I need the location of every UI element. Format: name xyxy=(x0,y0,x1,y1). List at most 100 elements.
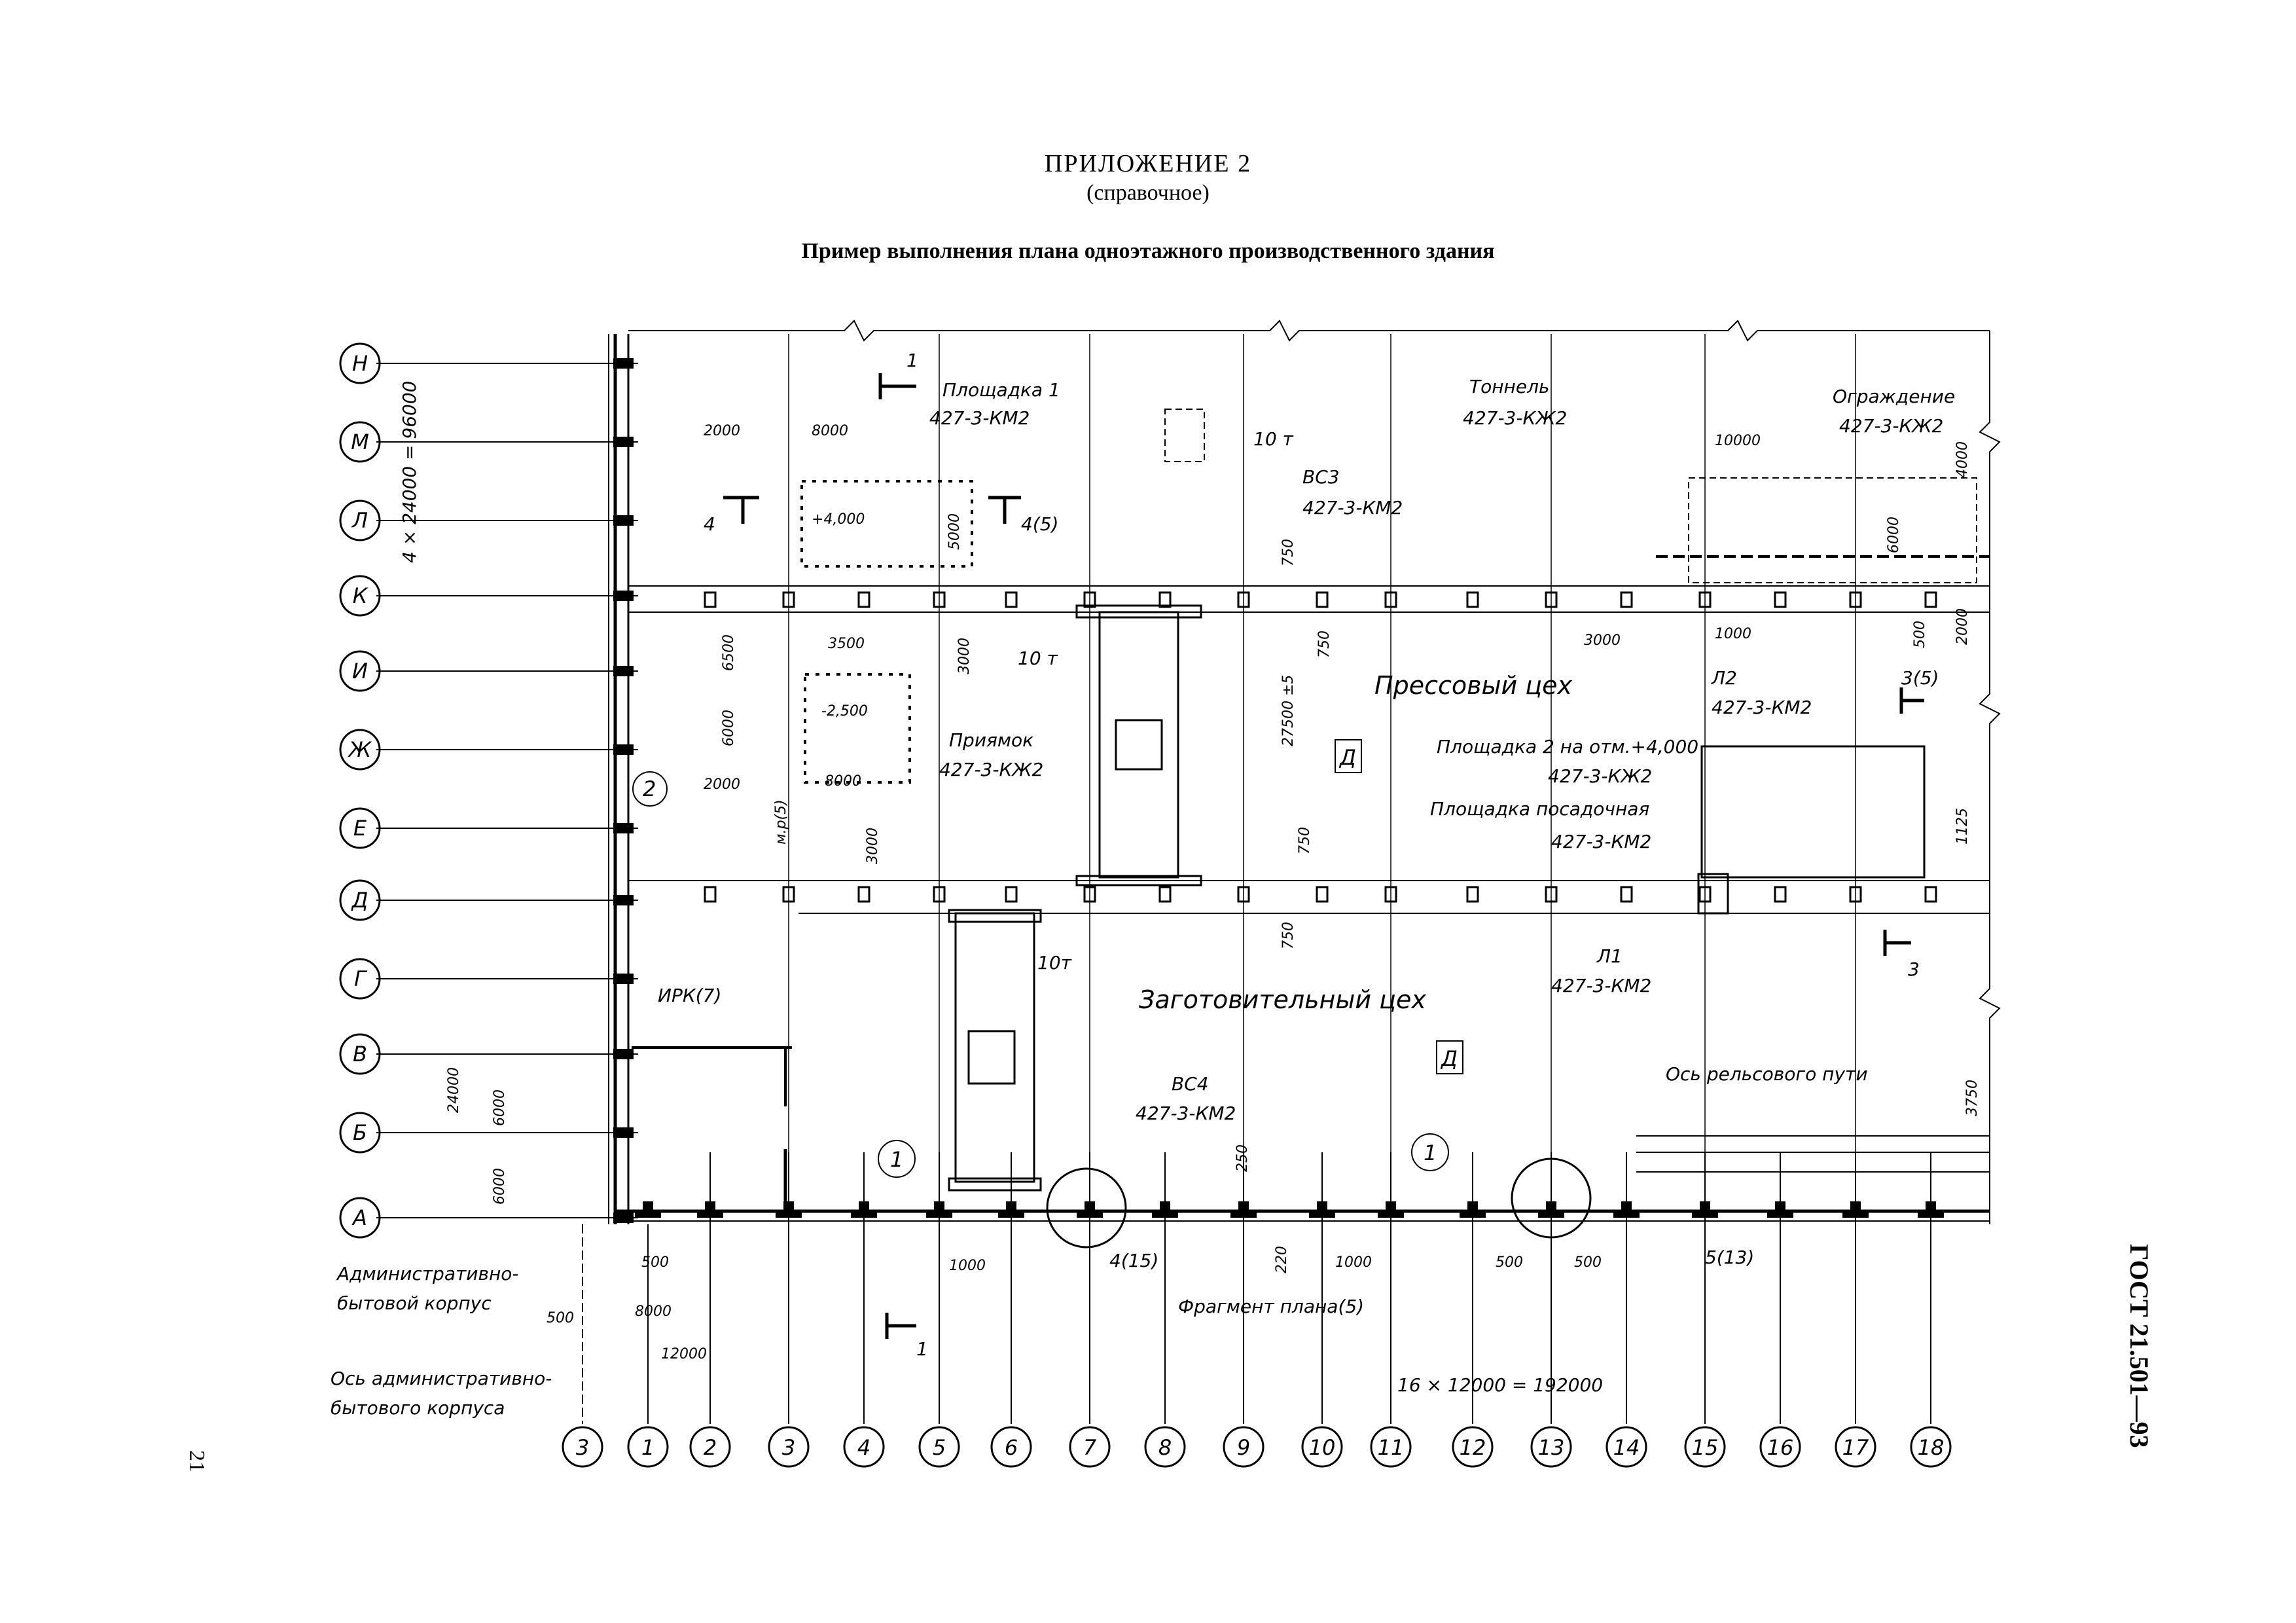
vs3-ref: 427-3-КМ2 xyxy=(1302,497,1403,519)
dim-250: 250 xyxy=(1234,1144,1251,1172)
column-mark xyxy=(623,744,634,755)
column-mark xyxy=(623,515,634,526)
column-base xyxy=(1767,1213,1793,1218)
column-mark xyxy=(613,666,624,676)
column-mark xyxy=(1237,591,1250,608)
row-axis-label: В xyxy=(353,1042,367,1067)
column-axis-bubble xyxy=(1452,1426,1494,1468)
row-axis-label: М xyxy=(351,429,369,454)
column-axis-label: 11 xyxy=(1378,1435,1405,1460)
node1-bubble-label-2: 1 xyxy=(1424,1140,1437,1165)
dim-3000a: 3000 xyxy=(956,638,973,674)
column-mark xyxy=(623,591,634,601)
column-axis-bubble xyxy=(1835,1426,1876,1468)
column-mark xyxy=(613,744,624,755)
column-base xyxy=(926,1213,952,1218)
column-axis-bubble xyxy=(1370,1426,1412,1468)
l2-ref: 427-3-КМ2 xyxy=(1712,697,1812,718)
dim-220: 220 xyxy=(1274,1246,1290,1273)
vs4-label: ВС4 xyxy=(1172,1073,1209,1095)
l1-label: Л1 xyxy=(1596,945,1623,967)
pit-label: Приямок xyxy=(949,729,1033,751)
row-axis-bubble xyxy=(339,958,381,1000)
column-base xyxy=(851,1213,877,1218)
dim-10000: 10000 xyxy=(1715,433,1761,449)
column-mark xyxy=(933,886,946,903)
dim-3000b: 3000 xyxy=(865,828,881,864)
crane-label-low: 10т xyxy=(1037,952,1072,974)
dim-total-vertical: 4 × 24000 = 96000 xyxy=(399,381,420,563)
dim-3500: 3500 xyxy=(828,636,865,652)
column-base xyxy=(1613,1213,1640,1218)
column-mark xyxy=(1546,1201,1556,1216)
dim-6000d: 6000 xyxy=(492,1168,508,1205)
column-mark xyxy=(1158,591,1172,608)
column-mark xyxy=(1005,886,1018,903)
column-mark xyxy=(1620,886,1633,903)
row-axis-bubble xyxy=(339,342,381,384)
row-axis-bubble xyxy=(339,500,381,541)
column-mark xyxy=(1158,886,1172,903)
dim-3750: 3750 xyxy=(1964,1080,1981,1116)
dim-6000b: 6000 xyxy=(1886,517,1902,553)
column-axis-bubble xyxy=(1759,1426,1801,1468)
column-axis-bubble xyxy=(1684,1426,1726,1468)
l2-label: Л2 xyxy=(1711,667,1737,689)
column-axis-label: 1 xyxy=(641,1435,655,1460)
dim-3000c: 3000 xyxy=(1584,632,1621,649)
column-mark xyxy=(1620,591,1633,608)
column-mark xyxy=(613,515,624,526)
dim-8000a: 8000 xyxy=(812,423,848,439)
vs4-ref: 427-3-КМ2 xyxy=(1136,1103,1236,1124)
dim-500d: 500 xyxy=(1496,1254,1523,1271)
column-mark xyxy=(1924,886,1937,903)
column-mark xyxy=(1006,1201,1016,1216)
irk-label: ИРК(7) xyxy=(658,985,721,1006)
column-mark xyxy=(623,1127,634,1138)
node1-bubble-label: 1 xyxy=(890,1147,903,1172)
column-mark xyxy=(1775,1201,1785,1216)
column-mark xyxy=(623,974,634,984)
column-mark xyxy=(857,886,870,903)
cut1-bottom-label: 1 xyxy=(916,1338,928,1360)
column-axis-label: 3 xyxy=(782,1435,795,1460)
column-axis-label: 18 xyxy=(1918,1435,1945,1460)
column-axis-bubble xyxy=(843,1426,885,1468)
dim-6500: 6500 xyxy=(721,634,737,671)
column-axis-label: 12 xyxy=(1460,1435,1486,1460)
column-mark xyxy=(613,895,624,905)
cut2-label: 2 xyxy=(643,776,656,801)
rail-axis-label: Ось рельсового пути xyxy=(1666,1063,1868,1085)
row-axis-bubble xyxy=(339,650,381,692)
press-shop-label: Прессовый цех xyxy=(1374,671,1573,700)
column-base xyxy=(1842,1213,1869,1218)
column-mark xyxy=(933,591,946,608)
cut-mr-label: м.р(5) xyxy=(773,799,789,845)
column-base xyxy=(1692,1213,1718,1218)
pit-ref: 427-3-КЖ2 xyxy=(939,759,1043,780)
column-mark xyxy=(1237,886,1250,903)
row-axis-label: К xyxy=(353,583,368,608)
column-mark xyxy=(704,591,717,608)
column-mark xyxy=(1545,886,1558,903)
column-mark xyxy=(704,886,717,903)
column-axis-label: 15 xyxy=(1692,1435,1719,1460)
dim-1000a: 1000 xyxy=(1715,626,1751,642)
row-axis-label: Н xyxy=(352,351,368,376)
column-axis-label: 8 xyxy=(1158,1435,1172,1460)
row-axis-label: Д xyxy=(351,888,368,913)
column-base xyxy=(1309,1213,1335,1218)
dim-4000: 4000 xyxy=(1954,441,1971,478)
column-axis-label: 2 xyxy=(704,1435,717,1460)
row-axis-bubble xyxy=(339,729,381,771)
column-mark xyxy=(1316,591,1329,608)
column-base xyxy=(1230,1213,1257,1218)
column-mark xyxy=(623,358,634,369)
column-mark xyxy=(613,437,624,447)
cut4-left-label: 4 xyxy=(704,513,715,535)
admin-block-line2: бытовой корпус xyxy=(337,1292,492,1314)
row-axis-bubble xyxy=(339,1112,381,1154)
platform1-label: Площадка 1 xyxy=(942,379,1060,401)
dim-6000a: 6000 xyxy=(721,710,737,746)
